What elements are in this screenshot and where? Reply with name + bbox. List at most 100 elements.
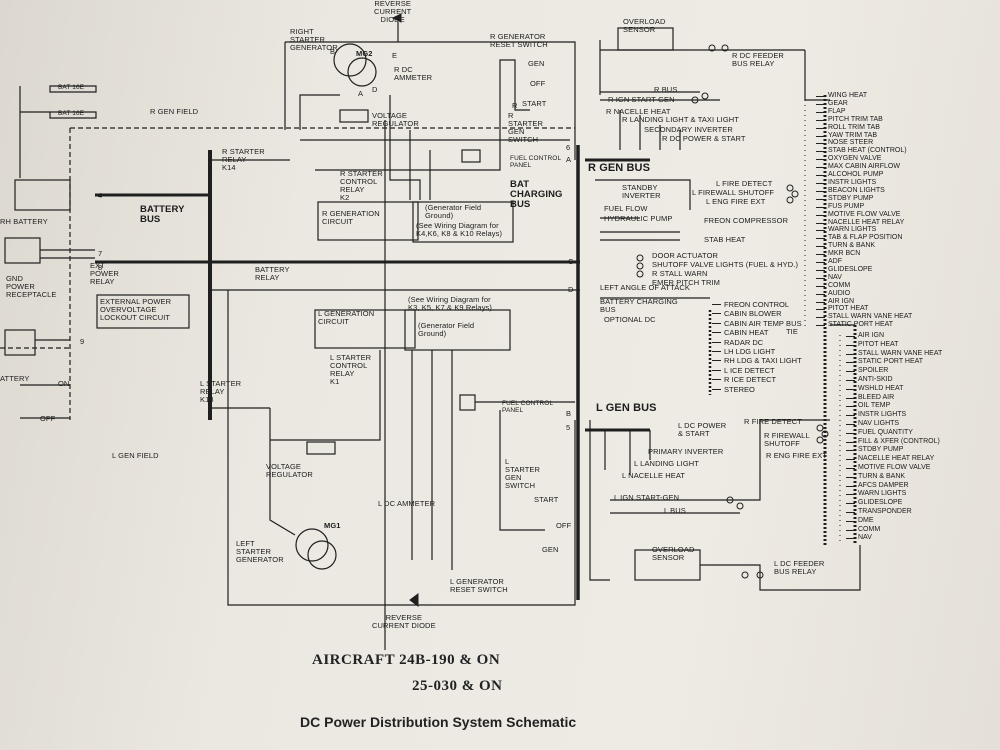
load-item: MKR BCN	[816, 250, 912, 258]
load-item: TAB & FLAP POSITION	[816, 234, 912, 242]
load-item: BEACON LIGHTS	[816, 187, 912, 195]
load-item: RADAR DC	[712, 338, 802, 347]
load-item: FILL & XFER (CONTROL)	[846, 438, 942, 447]
load-item: OXYGEN VALVE	[816, 155, 912, 163]
l-generator-reset-label: L GENERATOR RESET SWITCH	[450, 577, 508, 594]
load-item: WSHLD HEAT	[846, 385, 942, 394]
l-eng-fire-ext-label: L ENG FIRE EXT	[706, 197, 766, 206]
load-item: NOSE STEER	[816, 139, 912, 147]
freon-compressor-label: FREON COMPRESSOR	[704, 216, 789, 225]
l-start-label: START	[534, 495, 559, 504]
l-overload-sensor-label: OVERLOAD SENSOR	[652, 545, 695, 562]
load-item: STALL WARN VANE HEAT	[846, 350, 942, 359]
battery-relay-label: BATTERY RELAY	[255, 265, 290, 282]
battery-2-label: ATTERY	[0, 374, 30, 383]
r-letter-d: D	[372, 85, 378, 94]
r-gen-label: GEN	[528, 59, 545, 68]
r-dc-feeder-relay-label: R DC FEEDER BUS RELAY	[732, 51, 784, 68]
l-dc-feeder-relay-label: L DC FEEDER BUS RELAY	[774, 559, 825, 576]
load-item: PITOT HEAT	[846, 341, 942, 350]
load-item: STDBY PUMP	[846, 446, 942, 455]
on-label: ON	[58, 379, 70, 388]
num-4: 4	[98, 191, 103, 200]
l-fire-detect-label: L FIRE DETECT	[716, 179, 773, 188]
r-start-label: START	[522, 99, 547, 108]
load-item: GEAR	[816, 100, 912, 108]
load-item: TURN & BANK	[846, 473, 942, 482]
load-item: WARN LIGHTS	[816, 226, 912, 234]
bus-letter-c: C	[568, 257, 574, 266]
r-dc-ammeter-label: R DC AMMETER	[394, 65, 433, 82]
load-item: NAV LIGHTS	[846, 420, 942, 429]
load-item: GLIDESLOPE	[846, 499, 942, 508]
r-letter-b: B	[330, 47, 336, 56]
standby-inverter-label: STANDBY INVERTER	[622, 183, 661, 200]
r-letter-a: A	[358, 89, 364, 98]
load-item: L ICE DETECT	[712, 366, 802, 375]
load-item: NACELLE HEAT RELAY	[816, 219, 912, 227]
bus-letter-b: B	[566, 409, 572, 418]
load-item: MOTIVE FLOW VALVE	[846, 464, 942, 473]
load-item: DME	[846, 517, 942, 526]
load-item: NACELLE HEAT RELAY	[846, 455, 942, 464]
l-starter-gen-switch-label: L STARTER GEN SWITCH	[505, 457, 541, 490]
load-item: AFCS DAMPER	[846, 482, 942, 491]
load-item: FLAP	[816, 108, 912, 116]
load-item: COMM	[816, 282, 912, 290]
r-eng-fire-ext-label: R ENG FIRE EXT	[766, 451, 827, 460]
l-voltage-regulator-label: VOLTAGE REGULATOR	[266, 462, 313, 479]
bus-letter-a: A	[566, 155, 572, 164]
l-dc-power-start-label: L DC POWER & START	[678, 421, 727, 438]
r-generator-reset-label: R GENERATOR RESET SWITCH	[490, 32, 548, 49]
r-landing-light-label: R LANDING LIGHT & TAXI LIGHT	[622, 115, 739, 124]
rh-battery-label: RH BATTERY	[0, 217, 48, 226]
bus-num-5: 5	[566, 423, 571, 432]
load-item: ALCOHOL PUMP	[816, 171, 912, 179]
load-item: RH LDG & TAXI LIGHT	[712, 356, 802, 365]
num-8: 8	[98, 263, 103, 272]
bat-charging-bus-label: BAT CHARGING BUS	[510, 179, 563, 210]
l-firewall-shutoff-label: L FIREWALL SHUTOFF	[692, 188, 775, 197]
r-reverse-diode-label: REVERSE CURRENT DIODE	[374, 0, 412, 24]
r-starter-control-relay-label: R STARTER CONTROL RELAY K2	[340, 169, 383, 202]
l-dc-ammeter-label: L DC AMMETER	[378, 499, 436, 508]
r-firewall-shutoff-label: R FIREWALL SHUTOFF	[764, 431, 810, 448]
load-item: STEREO	[712, 385, 802, 394]
r-ign-start-gen-label: R IGN START-GEN	[608, 95, 675, 104]
emer-pitch-trim-label: EMER PITCH TRIM	[652, 278, 721, 287]
load-item: NAV	[816, 274, 912, 282]
l-fuel-control-panel-label: FUEL CONTROL PANEL	[502, 400, 554, 414]
shutoff-valve-lights-label: SHUTOFF VALVE LIGHTS (FUEL & HYD.)	[652, 260, 799, 269]
r-off-label: OFF	[530, 79, 546, 88]
load-item: COMM	[846, 526, 942, 535]
load-item: CABIN AIR TEMP	[712, 319, 802, 328]
r-starter-relay-label: R STARTER RELAY K14	[222, 147, 265, 172]
load-item: BLEED AIR	[846, 394, 942, 403]
load-item: AIR IGN	[846, 332, 942, 341]
left-starter-generator-label: LEFT STARTER GENERATOR	[236, 539, 284, 564]
l-starter-control-relay-label: L STARTER CONTROL RELAY K1	[330, 353, 372, 386]
l-gen-bus-label: L GEN BUS	[596, 402, 657, 414]
l-bus-label: L BUS	[664, 506, 686, 515]
r-fuel-control-panel-label: FUEL CONTROL PANEL	[510, 155, 562, 169]
r-gen-field-label: R GEN FIELD	[150, 107, 199, 116]
load-item: OIL TEMP	[846, 402, 942, 411]
primary-inverter-label: PRIMARY INVERTER	[648, 447, 724, 456]
gnd-power-receptacle-label: GND POWER RECEPTACLE	[6, 274, 57, 299]
load-item: PITCH TRIM TAB	[816, 116, 912, 124]
load-item: STATIC PORT HEAT	[846, 358, 942, 367]
r-starter-gen-switch-label: R STARTER GEN SWITCH	[508, 111, 544, 144]
r-letter-r: R	[512, 101, 518, 110]
wiring-k3-label: (See Wiring Diagram for K3, K5, K7 & K9 …	[408, 295, 493, 312]
schematic-title: DC Power Distribution System Schematic	[300, 714, 577, 730]
left-angle-attack-label: LEFT ANGLE OF ATTACK	[600, 283, 690, 292]
load-item: MAX CABIN AIRFLOW	[816, 163, 912, 171]
bat-label-2: BAT 16E	[58, 110, 85, 117]
mg2-label: MG2	[356, 49, 373, 58]
mg1-label: MG1	[324, 521, 341, 530]
load-item: STAB HEAT (CONTROL)	[816, 147, 912, 155]
l-nacelle-heat-label: L NACELLE HEAT	[622, 471, 686, 480]
